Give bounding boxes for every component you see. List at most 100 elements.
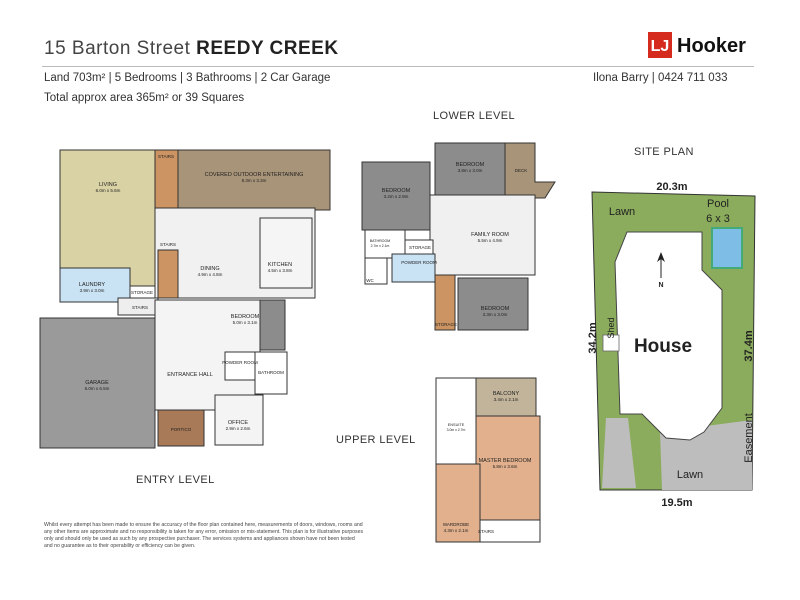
- property-specs: Land 703m² | 5 Bedrooms | 3 Bathrooms | …: [44, 72, 331, 84]
- site-pool-name: Pool: [707, 198, 729, 210]
- upper-level-label: UPPER LEVEL: [336, 434, 416, 446]
- ensuite: [435, 377, 477, 465]
- label-storage-entry: STORAGE: [131, 290, 153, 295]
- logo-mark: LJ: [651, 38, 670, 55]
- site-plan: N 20.3m Lawn Pool 6 x 3 House Shed 34.2m…: [587, 181, 756, 509]
- label-powder-lower: POWDER ROOM: [401, 260, 437, 265]
- label-bathroom-lower: BATHROOM: [370, 239, 391, 243]
- stairs-mid: [157, 249, 179, 299]
- deck-lower: [504, 142, 556, 199]
- header-divider: [42, 66, 754, 67]
- balcony: [475, 377, 537, 417]
- dim-laundry: 3.9m x 3.0m: [80, 288, 105, 293]
- label-garage: GARAGE: [85, 380, 109, 386]
- office: [214, 394, 264, 446]
- label-stairs-low: STAIRS: [132, 305, 148, 310]
- label-master-bedroom: MASTER BEDROOM: [479, 458, 532, 464]
- label-stairs-top: STAIRS: [158, 154, 174, 159]
- dim-wardrobe: 4.3m x 2.1m: [444, 528, 469, 533]
- pool-shape: [711, 227, 743, 269]
- bathroom-lower: [364, 229, 406, 259]
- property-area: Total approx area 365m² or 39 Squares: [44, 92, 245, 104]
- north-arrow-icon: [657, 252, 665, 278]
- powder-room-lower: [391, 253, 436, 283]
- site-house-label: House: [634, 336, 692, 357]
- dim-kitchen: 4.5m x 3.8m: [268, 268, 293, 273]
- dim-garage: 6.0m x 6.5m: [85, 386, 110, 391]
- kitchen-area: [259, 217, 313, 289]
- label-bathroom-entry: BATHROOM: [258, 370, 284, 375]
- label-family-room: FAMILY ROOM: [471, 232, 509, 238]
- label-bedroom-lower-1: BEDROOM: [456, 162, 485, 168]
- address-suburb: REEDY CREEK: [196, 38, 339, 59]
- garage: [39, 317, 156, 449]
- dim-bathroom-lower: 2.7m x 2.1m: [371, 244, 390, 248]
- logo-text: Hooker: [677, 35, 746, 57]
- north-label: N: [658, 282, 663, 289]
- wardrobe: [435, 463, 481, 543]
- lower-level-plan: [361, 142, 556, 331]
- label-deck: DECK: [515, 168, 528, 173]
- site-top-dimension: 20.3m: [656, 181, 687, 193]
- label-office: OFFICE: [228, 420, 248, 426]
- site-lawn-top: Lawn: [609, 206, 635, 218]
- label-balcony: BALCONY: [493, 391, 520, 397]
- lj-hooker-logo: LJ Hooker: [648, 32, 752, 58]
- label-living: LIVING: [99, 182, 117, 188]
- label-kitchen: KITCHEN: [268, 262, 292, 268]
- dim-ensuite: 3.0m x 2.7m: [447, 428, 466, 432]
- dim-bedroom-lower-1: 3.8m x 3.0m: [458, 168, 483, 173]
- family-room: [429, 194, 536, 276]
- wc-lower: [364, 257, 388, 285]
- bedroom-lower-1: [434, 142, 506, 196]
- entry-level-labels: STAIRS LIVING 6.0m x 5.6m COVERED OUTDOO…: [79, 154, 304, 432]
- dim-bedroom-lower-2: 3.2m x 2.9m: [384, 194, 409, 199]
- disclaimer-text: Whilst every attempt has been made to en…: [44, 522, 364, 549]
- dim-dining: 4.9m x 4.8m: [198, 272, 223, 277]
- upper-level-labels: BALCONY 3.4m x 2.1m ENSUITE 3.0m x 2.7m …: [443, 391, 532, 534]
- site-left-dimension: 34.2m: [587, 322, 599, 353]
- address-street: 15 Barton Street: [44, 38, 191, 59]
- site-shed-label: Shed: [606, 317, 616, 338]
- dim-balcony: 3.4m x 2.1m: [494, 397, 519, 402]
- property-title: 15 Barton Street REEDY CREEK: [44, 38, 339, 60]
- entry-level-plan: [39, 149, 331, 449]
- label-wardrobe: WARDROBE: [443, 522, 469, 527]
- site-lawn-bottom: Lawn: [677, 469, 703, 481]
- dim-bedroom-lower-3: 3.3m x 3.0m: [483, 312, 508, 317]
- label-portico: PORTICO: [171, 427, 192, 432]
- dim-bedroom-entry: 5.0m x 3.1m: [233, 320, 258, 325]
- lower-level-labels: BEDROOM 3.8m x 3.0m DECK BEDROOM 3.2m x …: [366, 162, 527, 327]
- site-pool-dimension: 6 x 3: [706, 213, 730, 225]
- site-right-dimension: 37.4m: [743, 330, 755, 361]
- entry-level-label: ENTRY LEVEL: [136, 474, 215, 486]
- label-wc: WC: [366, 278, 374, 283]
- driveway-area: [602, 418, 636, 488]
- bedroom-lower-3: [457, 277, 529, 331]
- site-bottom-dimension: 19.5m: [661, 497, 692, 509]
- label-storage-lower-2: STORAGE: [435, 322, 457, 327]
- dim-living: 6.0m x 5.6m: [96, 188, 121, 193]
- logo-red-block: [648, 32, 672, 58]
- house-footprint: [614, 231, 723, 441]
- agent-contact: Ilona Barry | 0424 711 033: [593, 72, 728, 84]
- label-storage-lower: STORAGE: [409, 245, 431, 250]
- stairs-lower: [434, 274, 456, 331]
- dim-office: 2.9m x 2.6m: [226, 426, 251, 431]
- bathroom-entry: [254, 351, 288, 395]
- label-ensuite: ENSUITE: [448, 423, 465, 427]
- lower-level-label: LOWER LEVEL: [433, 110, 516, 122]
- label-bedroom-lower-3: BEDROOM: [481, 306, 510, 312]
- dim-master-bedroom: 5.8m x 3.6m: [493, 464, 518, 469]
- site-easement-label: Easement: [743, 413, 755, 463]
- label-stairs-mid: STAIRS: [160, 242, 176, 247]
- portico: [157, 409, 205, 447]
- upper-level-plan: [435, 377, 541, 543]
- label-laundry: LAUNDRY: [79, 282, 106, 288]
- shed-shape: [602, 334, 620, 352]
- site-plan-label: SITE PLAN: [634, 146, 694, 158]
- label-bedroom-entry: BEDROOM: [231, 314, 260, 320]
- dim-outdoor: 8.3m x 3.3m: [242, 178, 267, 183]
- powder-room-entry: [224, 351, 256, 381]
